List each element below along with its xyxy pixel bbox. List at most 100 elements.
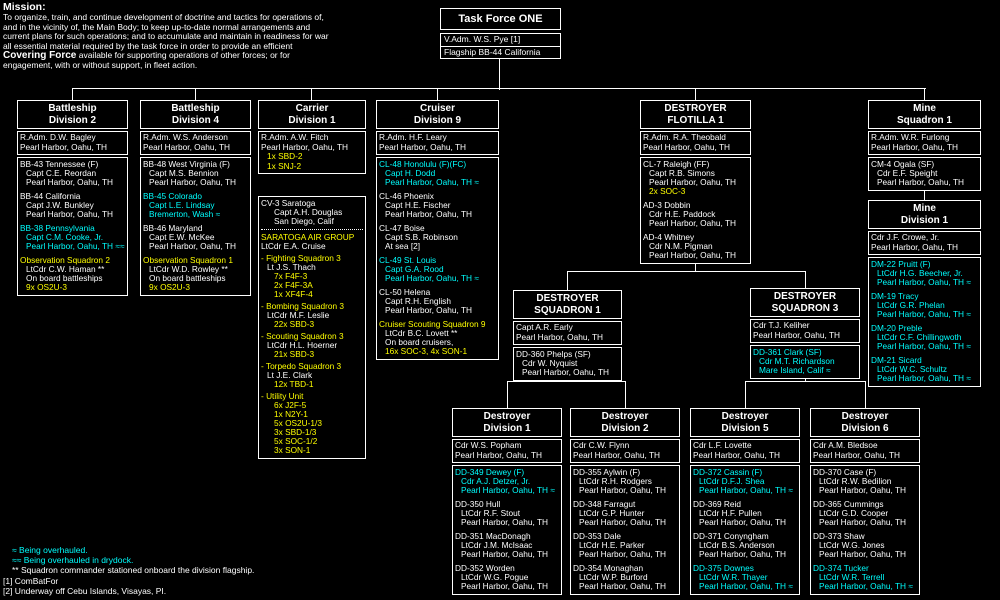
text-line: Cdr A.M. Bledsoe: [813, 440, 878, 450]
mission-heading: Mission:: [3, 1, 46, 13]
text-line: DD-365 Cummings: [813, 499, 884, 510]
text-line: Capt G.A. Rood: [385, 264, 444, 275]
text-line: Pearl Harbor, Oahu, TH ≈: [819, 581, 913, 592]
text-line: LtCdr J.M. McIsaac: [461, 540, 533, 551]
connector-line: [437, 88, 438, 106]
unit-ships: DM-22 Pruitt (F)LtCdr H.G. Beecher, Jr.P…: [868, 257, 981, 388]
text-line: 9x OS2U-3: [26, 282, 68, 293]
text-line: Capt L.E. Lindsay: [149, 200, 215, 211]
text-line: LtCdr W.G. Jones: [819, 540, 885, 551]
text-line: CL-49 St. Louis: [379, 255, 437, 266]
text-line: LtCdr R.H. Rodgers: [579, 476, 652, 487]
text-line: Capt C.M. Cooke, Jr.: [26, 232, 104, 243]
footnote-line: [1] ComBatFor: [3, 575, 59, 586]
text-line: Capt S.B. Robinson: [385, 232, 458, 243]
text-line: - Torpedo Squadron 3: [261, 361, 342, 371]
text-line: 1x XF4F-4: [274, 289, 313, 299]
text-line: - Fighting Squadron 3: [261, 253, 341, 263]
text-line: Pearl Harbor, Oahu, TH: [649, 177, 737, 188]
text-line: SARATOGA AIR GROUP: [261, 232, 355, 242]
text-line: Pearl Harbor, Oahu, TH: [579, 485, 667, 496]
text-line: Pearl Harbor, Oahu, TH: [643, 141, 731, 152]
connector-line: [507, 381, 626, 382]
text-line: LtCdr C.W. Haman **: [26, 264, 105, 275]
text-line: LtCdr H.F. Pullen: [699, 508, 762, 519]
connector-line: [805, 271, 806, 294]
text-line: Pearl Harbor, Oahu, TH: [579, 517, 667, 528]
text-line: - Utility Unit: [261, 391, 304, 401]
text-line: Pearl Harbor, Oahu, TH: [871, 241, 959, 252]
connector-line: [625, 381, 626, 413]
text-line: DM-21 Sicard: [871, 355, 922, 366]
text-line: Cdr W.S. Popham: [455, 440, 522, 450]
text-line: LtCdr G.D. Cooper: [819, 508, 889, 519]
unit-title-line: Division 6: [841, 422, 889, 434]
unit-title-line: Mine: [913, 203, 936, 214]
text-line: 21x SBD-3: [274, 349, 315, 359]
text-line: DD-373 Shaw: [813, 531, 865, 542]
text-line: Pearl Harbor, Oahu, TH ≈: [385, 273, 479, 284]
text-line: Cdr E.F. Speight: [877, 168, 938, 179]
text-line: Pearl Harbor, Oahu, TH ≈: [699, 581, 793, 592]
connector-line: [567, 271, 568, 296]
text-line: Observation Squadron 2: [20, 255, 110, 266]
connector-line: [72, 88, 926, 89]
text-line: Pearl Harbor, Oahu, TH ≈: [877, 309, 971, 320]
connector-line: [507, 381, 508, 413]
text-line: Pearl Harbor, Oahu, TH: [877, 177, 965, 188]
mission-text-before: To organize, train, and continue develop…: [3, 12, 329, 51]
text-line: Cdr A.J. Detzer, Jr.: [461, 476, 531, 487]
text-line: Pearl Harbor, Oahu, TH: [871, 141, 959, 152]
text-line: LtCdr W.G. Pogue: [461, 572, 529, 583]
footnotes: ≈ Being overhauled.≈≈ Being overhauled i…: [3, 545, 254, 596]
text-line: CL-50 Helena: [379, 287, 431, 298]
task-force-flagship: Flagship BB-44 California: [440, 45, 561, 59]
unit-title-line: Destroyer: [841, 411, 889, 422]
connector-line: [924, 180, 925, 206]
connector-line: [745, 381, 866, 382]
text-line: 3x SBD-1/3: [274, 427, 317, 437]
text-line: Pearl Harbor, Oahu, TH: [26, 209, 114, 220]
connector-line: [865, 381, 866, 413]
text-line: 2x F4F-3A: [274, 280, 313, 290]
unit-title-line: Battleship: [48, 103, 97, 114]
footnote-line: [2] Underway off Cebu Islands, Visayas, …: [3, 585, 167, 596]
ship-entry: DD-349 Dewey (F)Cdr A.J. Detzer, Jr.Pear…: [455, 468, 559, 495]
text-line: LtCdr R.W. Bedilion: [819, 476, 892, 487]
text-line: - Bombing Squadron 3: [261, 301, 345, 311]
text-line: 1x SNJ-2: [267, 160, 302, 171]
text-line: Pearl Harbor, Oahu, TH: [579, 581, 667, 592]
text-line: Pearl Harbor, Oahu, TH: [461, 517, 549, 528]
